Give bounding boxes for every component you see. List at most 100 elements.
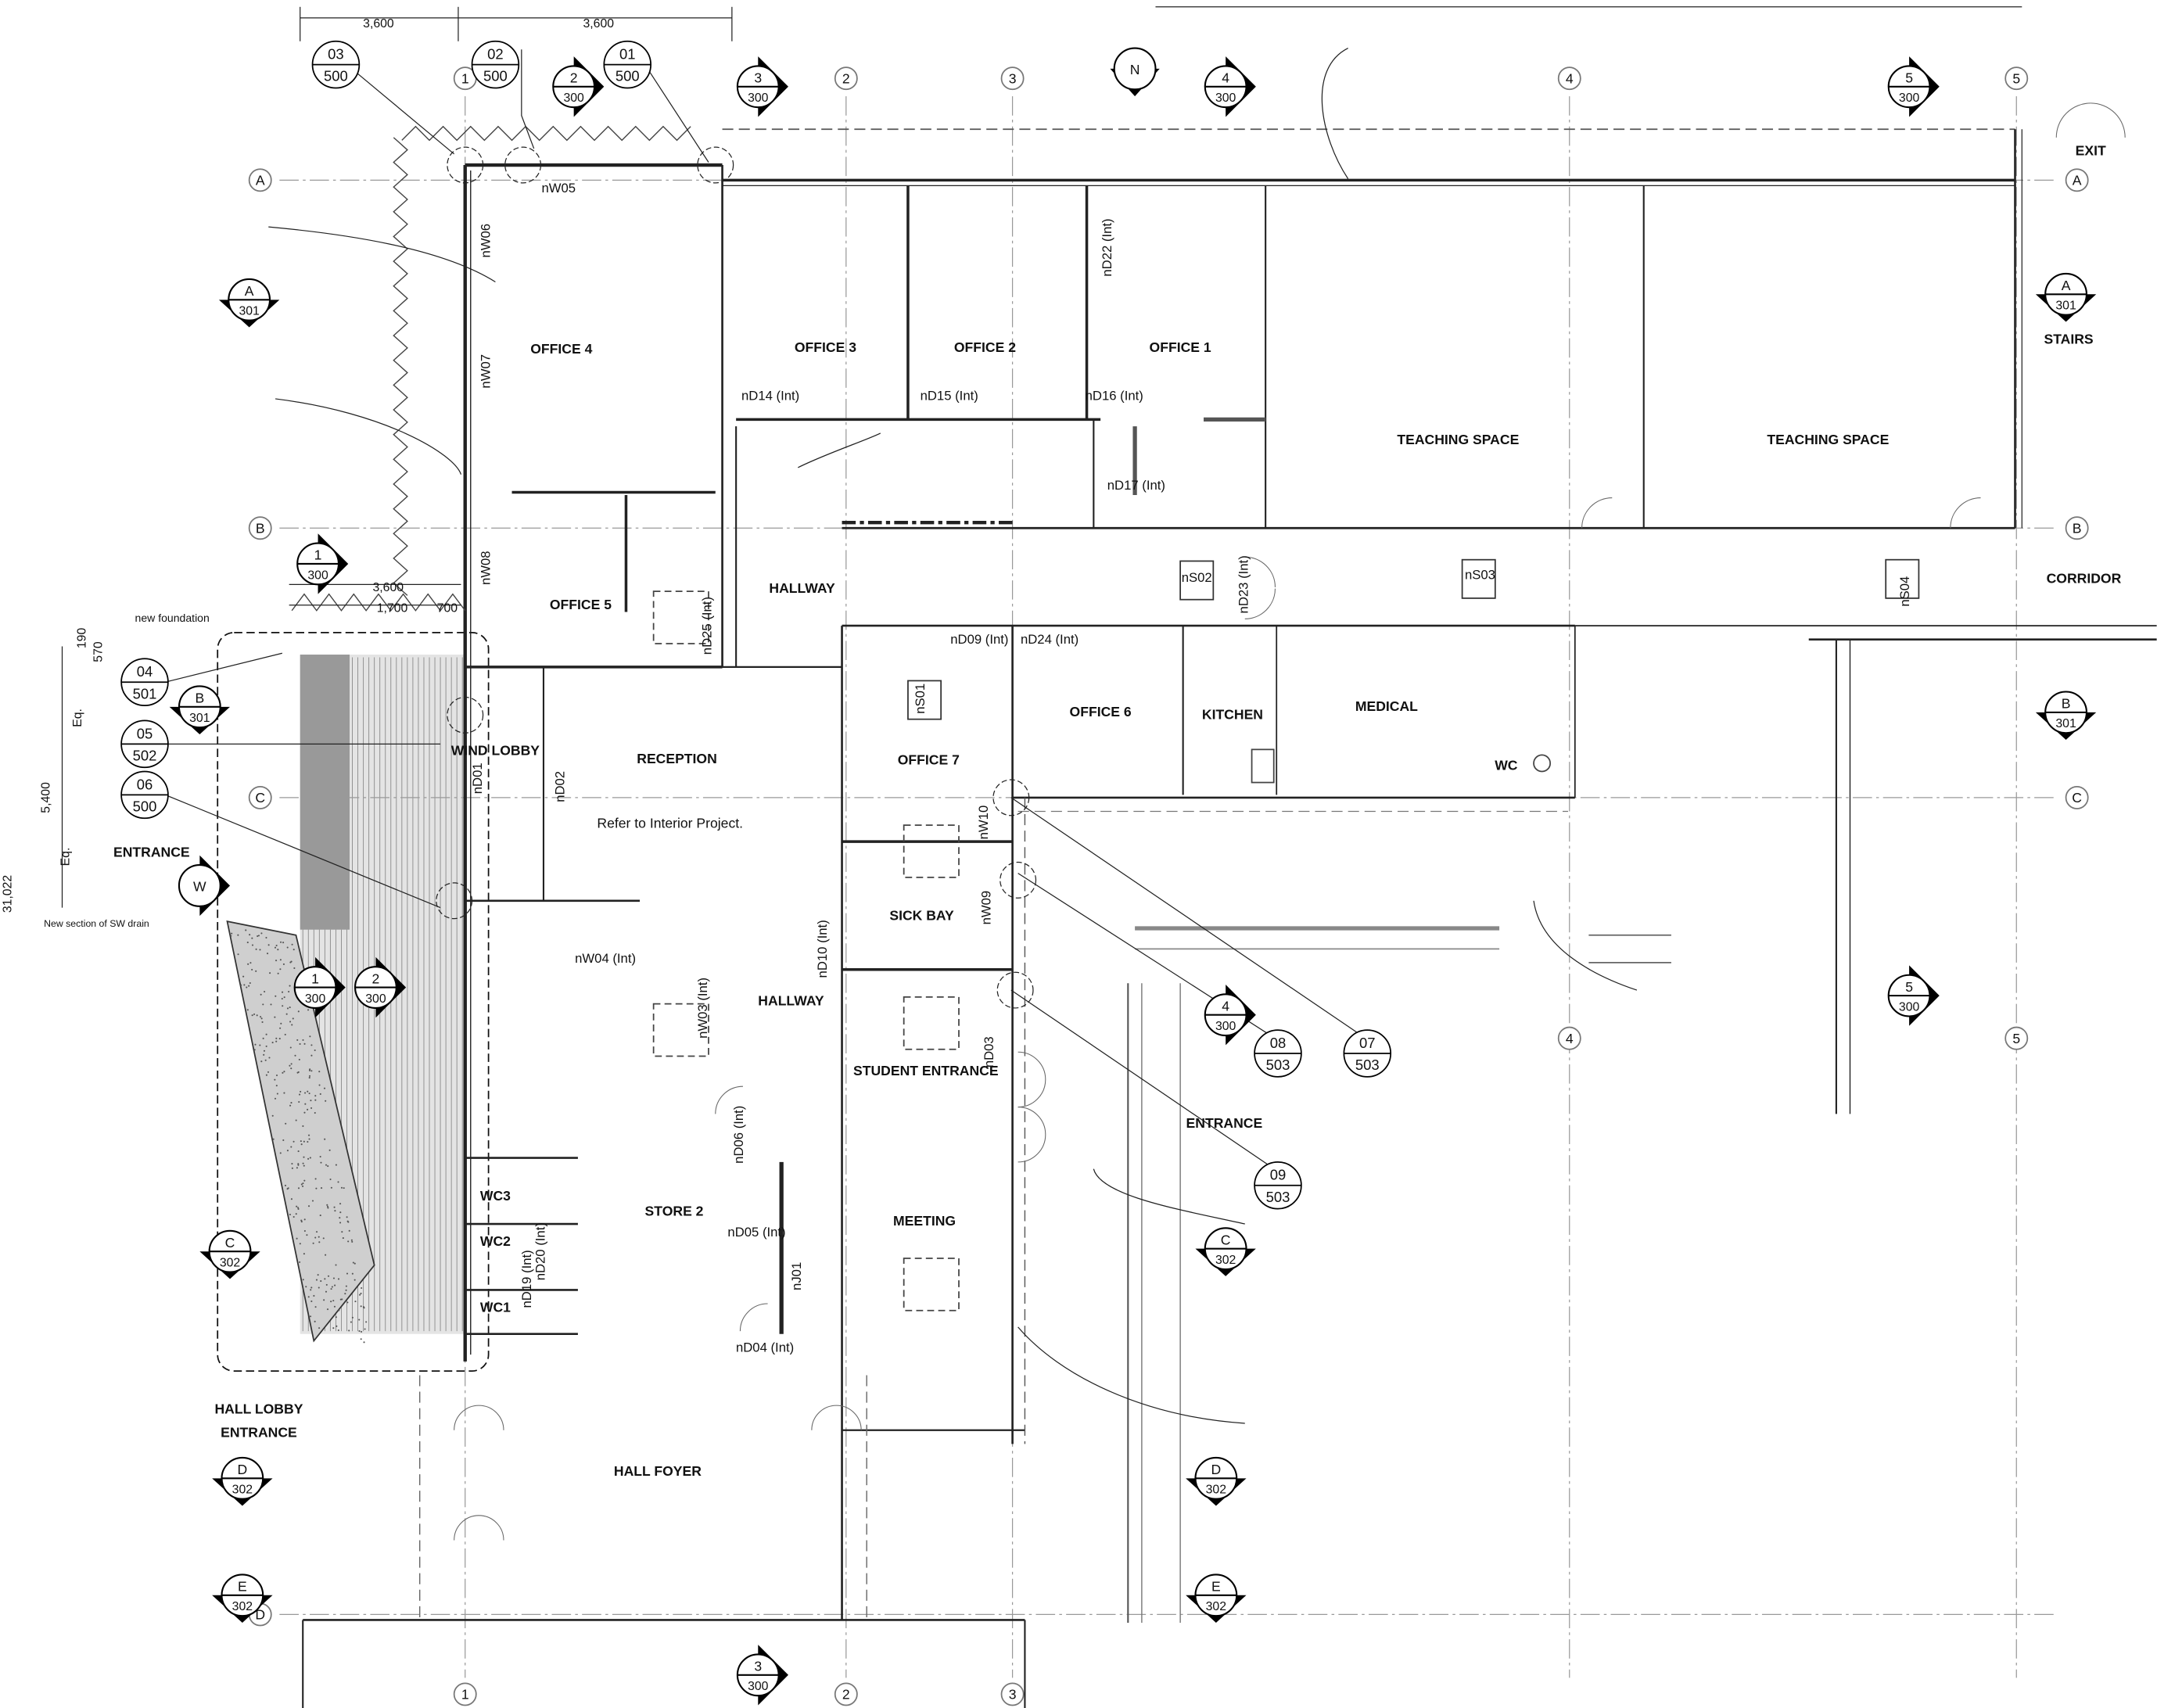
tag-label: nD15 (Int) bbox=[921, 389, 978, 404]
speckle bbox=[338, 1309, 339, 1311]
tag-label: nD17 (Int) bbox=[1107, 478, 1165, 493]
speckle bbox=[300, 1091, 301, 1093]
speckle bbox=[310, 1070, 312, 1071]
speckle bbox=[279, 968, 281, 970]
speckle bbox=[252, 1014, 253, 1016]
speckle bbox=[327, 1165, 328, 1167]
marker-sheet: 302 bbox=[1206, 1600, 1226, 1613]
speckle bbox=[341, 1231, 343, 1233]
detail-boundary bbox=[1000, 863, 1036, 899]
leader-line bbox=[1322, 48, 1348, 179]
speckle bbox=[359, 1294, 361, 1296]
grid-label: 2 bbox=[842, 70, 850, 86]
speckle bbox=[304, 1103, 306, 1105]
speckle bbox=[284, 996, 285, 998]
grid-label: 3 bbox=[1009, 1687, 1017, 1703]
speckle bbox=[360, 1293, 361, 1294]
leader-line bbox=[1011, 990, 1299, 1186]
callout-sheet: 500 bbox=[133, 798, 157, 814]
speckle bbox=[272, 1115, 274, 1117]
speckle bbox=[348, 1329, 350, 1331]
callout-number: 08 bbox=[1270, 1035, 1287, 1051]
speckle bbox=[280, 942, 282, 943]
callout-number: 03 bbox=[328, 46, 344, 63]
speckle bbox=[310, 1315, 311, 1317]
speckle bbox=[269, 972, 271, 974]
speckle bbox=[347, 1240, 349, 1242]
speckle bbox=[327, 1206, 328, 1207]
speckle bbox=[266, 1034, 267, 1035]
speckle bbox=[344, 1293, 346, 1294]
speckle bbox=[293, 1216, 295, 1218]
speckle bbox=[308, 1138, 310, 1139]
speckle bbox=[346, 1301, 348, 1303]
dimension-label: 3,600 bbox=[583, 17, 615, 30]
speckle bbox=[290, 1068, 292, 1069]
tag-label: nW03 (Int) bbox=[695, 978, 710, 1039]
speckle bbox=[287, 946, 289, 948]
marker-sheet: 302 bbox=[232, 1600, 253, 1613]
speckle bbox=[275, 1041, 277, 1042]
speckle bbox=[314, 1112, 316, 1114]
speckle bbox=[310, 1301, 312, 1302]
speckle bbox=[289, 1214, 291, 1215]
dimension-label: 31,022 bbox=[1, 875, 14, 913]
speckle bbox=[275, 947, 276, 949]
speckle bbox=[341, 1187, 343, 1189]
dimension-label: 190 bbox=[75, 628, 88, 649]
speckle bbox=[339, 1211, 341, 1213]
speckle bbox=[266, 1075, 267, 1076]
speckle bbox=[336, 1164, 337, 1166]
speckle bbox=[327, 1308, 328, 1310]
speckle bbox=[243, 984, 245, 985]
dimension-label: 5,400 bbox=[40, 782, 53, 813]
stair-hatch bbox=[300, 655, 350, 930]
speckle bbox=[314, 1321, 316, 1322]
speckle bbox=[334, 1207, 336, 1208]
speckle bbox=[325, 1291, 327, 1293]
tag-label: nW10 bbox=[976, 806, 991, 840]
marker-id: B bbox=[195, 691, 204, 706]
room-label: MEETING bbox=[893, 1213, 956, 1229]
tag-label: nD01 bbox=[470, 762, 485, 794]
marker-id: C bbox=[225, 1235, 235, 1250]
room-label: SICK BAY bbox=[889, 907, 954, 923]
grid-label: C bbox=[255, 790, 265, 806]
speckle bbox=[263, 1038, 264, 1039]
speckle bbox=[324, 1278, 325, 1279]
speckle bbox=[296, 1213, 297, 1215]
marker-sheet: 300 bbox=[563, 92, 584, 105]
speckle bbox=[303, 1043, 305, 1045]
dimension-label: 1,700 bbox=[377, 602, 408, 615]
speckle bbox=[346, 1216, 348, 1218]
grid-label: 2 bbox=[842, 1687, 850, 1703]
speckle bbox=[307, 1158, 309, 1160]
marker-id: 5 bbox=[1905, 70, 1913, 86]
speckle bbox=[280, 959, 282, 960]
speckle bbox=[283, 1093, 285, 1094]
speckle bbox=[324, 1088, 325, 1089]
callout-number: 01 bbox=[619, 46, 636, 63]
callout-sheet: 503 bbox=[1355, 1057, 1380, 1073]
speckle bbox=[318, 1274, 319, 1276]
speckle bbox=[316, 1231, 318, 1233]
speckle bbox=[318, 1241, 320, 1243]
speckle bbox=[306, 1234, 307, 1236]
speckle bbox=[259, 1045, 260, 1046]
tag-label: nW07 bbox=[478, 354, 493, 389]
speckle bbox=[282, 1005, 283, 1006]
room-label: HALLWAY bbox=[769, 580, 835, 596]
speckle bbox=[351, 1240, 353, 1241]
tag-label: nD23 (Int) bbox=[1236, 555, 1251, 613]
tag-label: nW05 bbox=[542, 181, 576, 196]
note-text: New section of SW drain bbox=[44, 918, 149, 929]
speckle bbox=[301, 1221, 303, 1222]
speckle bbox=[237, 935, 239, 936]
room-label: OFFICE 3 bbox=[795, 339, 856, 355]
speckle bbox=[307, 1109, 308, 1111]
speckle bbox=[352, 1317, 354, 1319]
speckle bbox=[338, 1329, 339, 1331]
speckle bbox=[283, 963, 285, 965]
speckle bbox=[339, 1222, 341, 1223]
speckle bbox=[251, 969, 253, 971]
